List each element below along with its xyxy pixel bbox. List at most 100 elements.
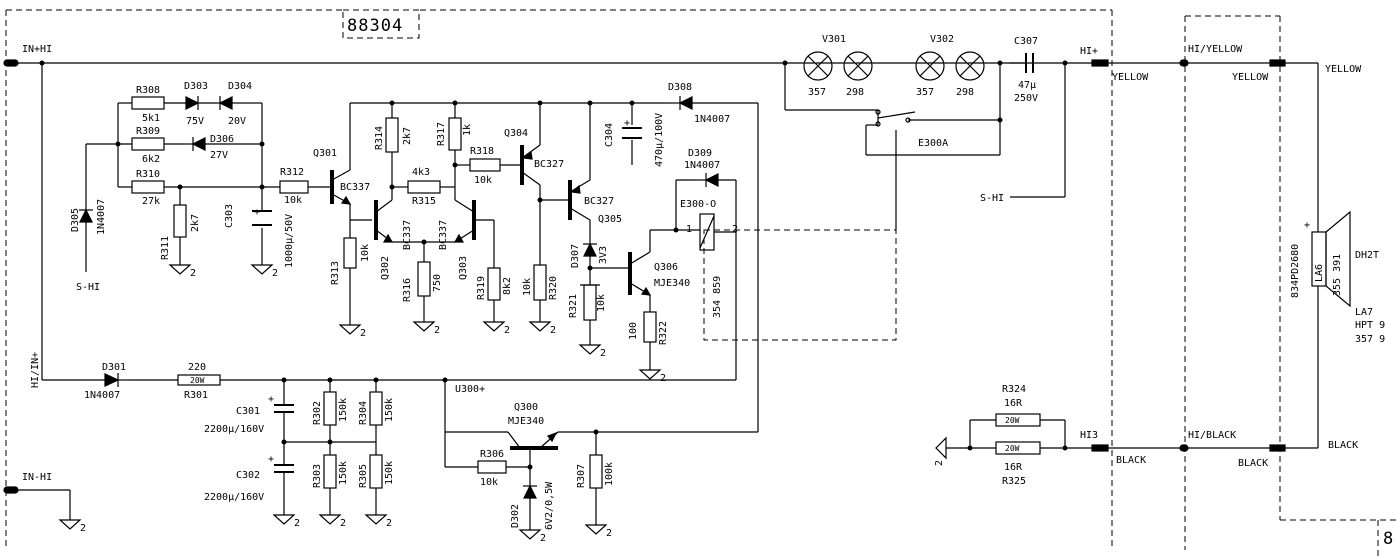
svg-text:750: 750 xyxy=(432,274,443,292)
svg-text:D302: D302 xyxy=(510,504,521,528)
svg-text:20V: 20V xyxy=(228,116,246,127)
svg-text:2: 2 xyxy=(606,528,612,539)
svg-text:D306: D306 xyxy=(210,134,234,145)
svg-text:2: 2 xyxy=(550,325,556,336)
svg-text:16R: 16R xyxy=(1004,398,1023,409)
connectors xyxy=(3,59,1286,494)
s-hi-left-label: S-HI xyxy=(76,282,100,293)
yellow-label-1: YELLOW xyxy=(1112,72,1149,83)
svg-text:2: 2 xyxy=(272,268,278,279)
svg-text:1k: 1k xyxy=(462,124,473,136)
svg-text:D303: D303 xyxy=(184,81,208,92)
diodes xyxy=(79,96,719,510)
svg-text:2k7: 2k7 xyxy=(402,127,413,145)
svg-text:+: + xyxy=(624,118,630,129)
svg-text:BC327: BC327 xyxy=(584,196,614,207)
svg-text:R304: R304 xyxy=(358,401,369,425)
speaker-ref-label: LA6 xyxy=(1314,264,1325,282)
svg-text:357: 357 xyxy=(808,87,826,98)
svg-text:20W: 20W xyxy=(1005,444,1020,453)
relay-coil-label: E300-O xyxy=(680,199,716,210)
svg-text:R319: R319 xyxy=(476,276,487,300)
black-label-3: BLACK xyxy=(1328,440,1358,451)
svg-text:6k2: 6k2 xyxy=(142,154,160,165)
cut-text-2: HPT 9 xyxy=(1355,320,1385,331)
relay-pin-2: 2 xyxy=(732,224,738,235)
svg-text:47µ: 47µ xyxy=(1018,80,1036,91)
svg-text:10k: 10k xyxy=(596,294,607,312)
svg-text:100k: 100k xyxy=(604,462,615,486)
svg-text:2: 2 xyxy=(80,523,86,534)
svg-text:+: + xyxy=(268,394,274,405)
svg-text:D304: D304 xyxy=(228,81,252,92)
svg-text:Q305: Q305 xyxy=(598,214,622,225)
svg-text:D309: D309 xyxy=(688,148,712,159)
hi-in-label: HI/IN+ xyxy=(30,352,41,388)
speaker-part-label: 355 391 xyxy=(1332,254,1343,296)
svg-text:R311: R311 xyxy=(160,236,171,260)
svg-text:R312: R312 xyxy=(280,167,304,178)
svg-text:10k: 10k xyxy=(522,278,533,296)
svg-text:R301: R301 xyxy=(184,390,208,401)
svg-text:10k: 10k xyxy=(474,175,492,186)
svg-text:2: 2 xyxy=(504,325,510,336)
svg-text:2: 2 xyxy=(540,533,546,544)
hi-yellow-label: HI/YELLOW xyxy=(1188,44,1243,55)
svg-text:75V: 75V xyxy=(186,116,204,127)
svg-text:1N4007: 1N4007 xyxy=(694,114,730,125)
svg-text:MJE340: MJE340 xyxy=(508,416,544,427)
svg-text:C304: C304 xyxy=(604,123,615,147)
hi-black-label: HI/BLACK xyxy=(1188,430,1236,441)
svg-text:R307: R307 xyxy=(576,464,587,488)
svg-text:20W: 20W xyxy=(1005,416,1020,425)
svg-text:1000µ/50V: 1000µ/50V xyxy=(284,214,295,268)
svg-text:Q303: Q303 xyxy=(458,256,469,280)
yellow-label-3: YELLOW xyxy=(1325,64,1362,75)
black-label-1: BLACK xyxy=(1116,455,1146,466)
svg-text:10k: 10k xyxy=(480,477,498,488)
cut-text-1: LA7 xyxy=(1355,307,1373,318)
svg-text:2200µ/160V: 2200µ/160V xyxy=(204,424,264,435)
yellow-label-2: YELLOW xyxy=(1232,72,1269,83)
svg-text:298: 298 xyxy=(846,87,864,98)
board-number: 88304 xyxy=(347,16,403,36)
u300-label: U300+ xyxy=(455,384,485,395)
svg-text:R305: R305 xyxy=(358,464,369,488)
svg-text:Q302: Q302 xyxy=(380,256,391,280)
svg-text:C302: C302 xyxy=(236,470,260,481)
svg-text:V301: V301 xyxy=(822,34,846,45)
svg-text:150k: 150k xyxy=(384,461,395,485)
svg-text:R303: R303 xyxy=(312,464,323,488)
svg-text:298: 298 xyxy=(956,87,974,98)
svg-text:16R: 16R xyxy=(1004,462,1023,473)
svg-text:2200µ/160V: 2200µ/160V xyxy=(204,492,264,503)
svg-text:150k: 150k xyxy=(338,461,349,485)
svg-text:D305: D305 xyxy=(70,208,81,232)
svg-text:250V: 250V xyxy=(1014,93,1038,104)
svg-text:357: 357 xyxy=(916,87,934,98)
svg-text:V302: V302 xyxy=(930,34,954,45)
svg-text:R302: R302 xyxy=(312,401,323,425)
svg-text:10k: 10k xyxy=(284,195,302,206)
s-hi-right-label: S-HI xyxy=(980,193,1004,204)
junctions xyxy=(39,60,1068,470)
svg-text:R316: R316 xyxy=(402,278,413,302)
svg-text:R320: R320 xyxy=(548,276,559,300)
resistors xyxy=(131,96,1041,489)
svg-text:27V: 27V xyxy=(210,150,228,161)
svg-text:BC337: BC337 xyxy=(402,220,413,250)
svg-text:BC337: BC337 xyxy=(438,220,449,250)
svg-text:2: 2 xyxy=(360,328,366,339)
hi-plus-label: HI+ xyxy=(1080,46,1098,57)
svg-text:Q304: Q304 xyxy=(504,128,528,139)
cut-text-4: 8 xyxy=(1383,529,1394,549)
svg-text:MJE340: MJE340 xyxy=(654,278,690,289)
svg-text:2: 2 xyxy=(660,373,666,384)
speaker-model-label: 834PD2680 xyxy=(1290,244,1301,298)
svg-text:1N4007: 1N4007 xyxy=(684,160,720,171)
black-label-2: BLACK xyxy=(1238,458,1268,469)
relay-part-label: 354 859 xyxy=(712,276,723,318)
svg-text:20W: 20W xyxy=(190,376,205,385)
lamps xyxy=(803,51,985,81)
